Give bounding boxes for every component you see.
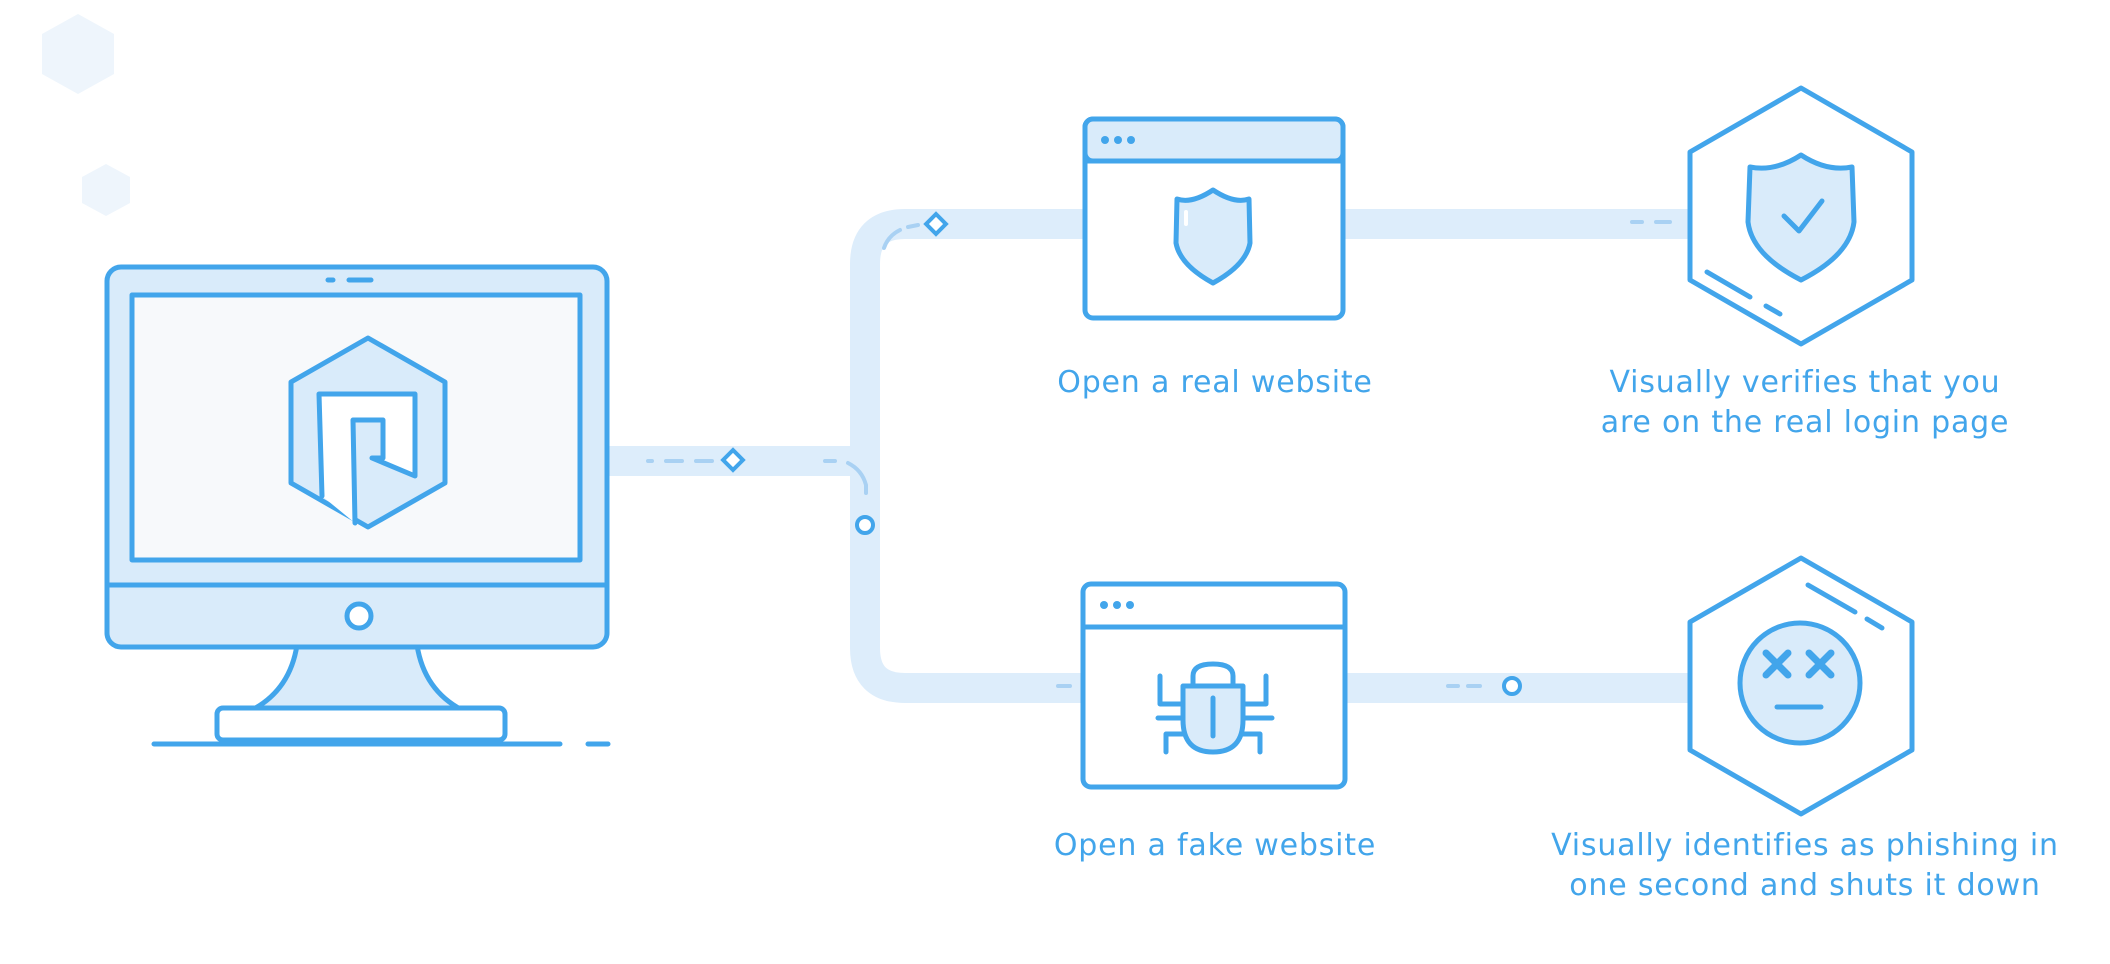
real-browser-titlebar <box>1082 116 1346 164</box>
shield-icon <box>1173 187 1253 286</box>
power-button-icon <box>344 601 374 631</box>
caption-open-real-website: Open a real website <box>1057 365 1373 400</box>
diamond-marker-top <box>923 211 949 237</box>
caption-identifies-phishing: Visually identifies as phishing in one s… <box>1551 828 2059 903</box>
decor-hexagon-small <box>82 164 130 216</box>
x-eye-right <box>1805 649 1835 679</box>
monitor-stand <box>249 642 465 713</box>
fake-browser-dots <box>1100 601 1134 609</box>
circle-marker-branch <box>855 515 875 535</box>
hexagon-logo-icon <box>288 335 448 530</box>
logo-mark <box>316 391 418 526</box>
connector-markers <box>646 211 1672 696</box>
browser-bug-icon <box>1080 581 1348 790</box>
dash-curve-top <box>882 223 920 250</box>
real-browser-dots <box>1101 136 1135 144</box>
dead-face <box>1737 620 1863 746</box>
dash-curve-main <box>823 459 868 495</box>
bug-icon <box>1155 661 1275 755</box>
phishing-accent-lines <box>1805 582 1885 631</box>
hexagon-dead-face-icon <box>1687 555 1915 817</box>
check-icon <box>1781 198 1825 234</box>
browser-shield-icon <box>1082 116 1346 321</box>
caption-verifies-real-login: Visually verifies that you are on the re… <box>1600 365 2010 440</box>
bug-head <box>1190 661 1236 689</box>
x-eye-left <box>1762 649 1792 679</box>
logo-hexagon <box>288 335 448 530</box>
desktop-monitor-icon <box>104 264 611 747</box>
bug-legs-right <box>1240 673 1275 755</box>
bug-legs-left <box>1155 673 1186 755</box>
verified-shield <box>1745 152 1857 283</box>
caption-open-fake-website: Open a fake website <box>1053 828 1377 863</box>
circle-marker-bottom <box>1502 676 1522 696</box>
verified-accent-lines <box>1704 269 1783 317</box>
decorative-hexagons <box>42 14 130 216</box>
decor-hexagon-large <box>42 14 114 94</box>
track-branch-up <box>850 209 1085 461</box>
monitor-base <box>214 705 508 743</box>
diamond-marker-main <box>720 447 746 473</box>
hexagon-shield-check-icon <box>1687 85 1915 347</box>
track-branch-down <box>850 461 1085 703</box>
